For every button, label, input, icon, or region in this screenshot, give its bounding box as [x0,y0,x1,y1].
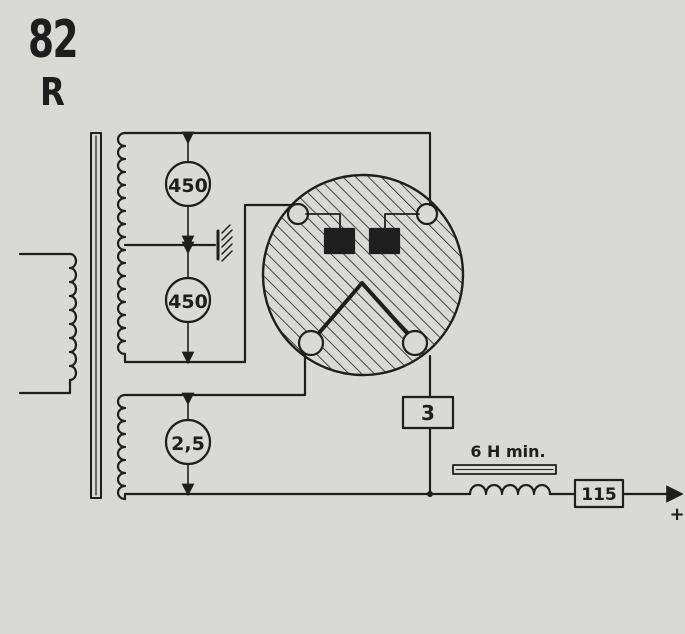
hv-secondary-winding [116,131,432,364]
voltage-lower-label: 450 [168,291,208,313]
tube-suffix: R [40,70,65,114]
voltage-heater-label: 2,5 [171,433,205,455]
anode-left [323,227,356,255]
rectifier-tube [261,173,465,377]
voltage-circle-upper [164,160,212,208]
voltage-upper-label: 450 [168,175,208,197]
filter-choke [452,464,577,496]
load-box [401,395,455,430]
voltage-circle-heater [164,418,212,466]
tube-number: 82 [28,10,78,70]
anode-right [368,227,401,255]
voltage-circle-lower [164,276,212,324]
transformer-core [90,132,102,499]
output-plus-sign: + [669,504,684,525]
choke-label: 6 H min. [470,442,545,461]
center-tap-ground [216,224,233,262]
filament [317,281,409,335]
output-box-label: 115 [581,485,617,505]
primary-winding [18,252,78,395]
load-box-label: 3 [421,401,435,425]
